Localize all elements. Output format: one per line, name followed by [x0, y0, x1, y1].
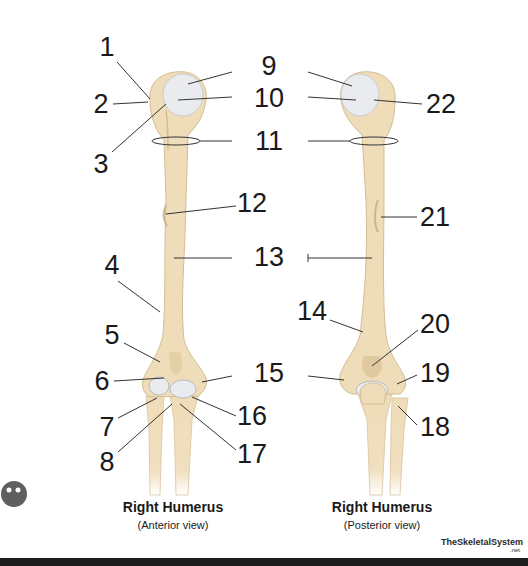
leader-line: [124, 343, 160, 362]
leader-line: [118, 404, 172, 452]
leader-line: [192, 397, 236, 416]
leader-line: [112, 104, 166, 152]
callout-number: 9: [261, 53, 276, 80]
callout-number: 16: [237, 403, 267, 430]
olecranon: [360, 383, 386, 404]
leader-line: [180, 404, 236, 450]
leader-line: [308, 376, 344, 380]
leader-line: [398, 406, 417, 425]
watermark: .net: [510, 547, 520, 553]
leader-line: [381, 217, 417, 218]
humerus-posterior: [340, 72, 406, 394]
ulna-bone: [170, 396, 198, 495]
head-cartilage: [163, 74, 203, 116]
ulna-bone: [358, 394, 392, 495]
callout-number: 5: [104, 322, 119, 349]
leader-line: [178, 97, 232, 100]
leader-line: [374, 100, 422, 104]
caption-title: Right Humerus: [123, 500, 223, 514]
radius-bone: [146, 396, 164, 495]
callout-number: 13: [254, 244, 284, 271]
callout-number: 6: [94, 368, 109, 395]
leader-line: [174, 258, 232, 259]
leader-line: [202, 376, 232, 382]
callout-number: 14: [297, 298, 327, 325]
callout-number: 11: [255, 128, 283, 155]
overlay-icon: [1, 481, 27, 507]
leader-line: [397, 375, 417, 384]
callout-number: 4: [104, 252, 119, 279]
callout-number: 8: [99, 449, 114, 476]
deltoid-tuberosity: [164, 205, 167, 226]
leader-line: [118, 281, 160, 312]
callout-number: 10: [254, 85, 284, 112]
leader-line: [118, 398, 157, 418]
callout-number: 21: [420, 204, 450, 231]
overlay-icon-dot: [16, 488, 21, 493]
leader-line: [114, 378, 164, 381]
callout-number: 3: [93, 151, 108, 178]
neck-ring: [350, 137, 398, 145]
callout-number: 12: [237, 190, 267, 217]
humerus-anterior: [143, 72, 207, 397]
trochlea-cartilage: [170, 380, 196, 398]
callout-number: 1: [99, 34, 114, 61]
callout-number: 2: [93, 91, 108, 118]
callout-number: 17: [237, 441, 267, 468]
bottom-bar: [0, 558, 528, 566]
leader-line: [113, 102, 148, 104]
overlay-icon-dot: [7, 488, 12, 493]
olecranon-fossa: [362, 356, 382, 378]
leader-line: [188, 72, 232, 84]
radius-bone: [390, 398, 408, 495]
leader-line: [166, 206, 236, 214]
leader-line: [117, 62, 150, 99]
radial-groove: [375, 200, 378, 232]
watermark: TheSkeletalSystem: [441, 538, 523, 547]
callout-number: 20: [420, 311, 450, 338]
caption-subtitle: (Posterior view): [344, 520, 420, 531]
bicipital-groove: [166, 110, 168, 150]
capitulum-cartilage: [149, 377, 169, 395]
caption-title: Right Humerus: [332, 500, 432, 514]
leader-line: [308, 258, 372, 259]
leader-line: [330, 320, 363, 332]
neck-ring: [152, 137, 200, 145]
coronoid-fossa: [169, 352, 182, 376]
callout-number: 19: [420, 360, 450, 387]
callout-number: 7: [99, 414, 114, 441]
callout-number: 18: [420, 414, 450, 441]
leader-line: [308, 72, 352, 86]
leader-line: [200, 141, 232, 142]
leader-line: [308, 141, 350, 142]
head-cartilage: [341, 74, 379, 116]
callout-number: 15: [254, 360, 284, 387]
caption-subtitle: (Anterior view): [138, 520, 209, 531]
leader-line: [372, 330, 418, 366]
leader-line: [308, 97, 356, 100]
callout-number: 22: [426, 91, 456, 118]
